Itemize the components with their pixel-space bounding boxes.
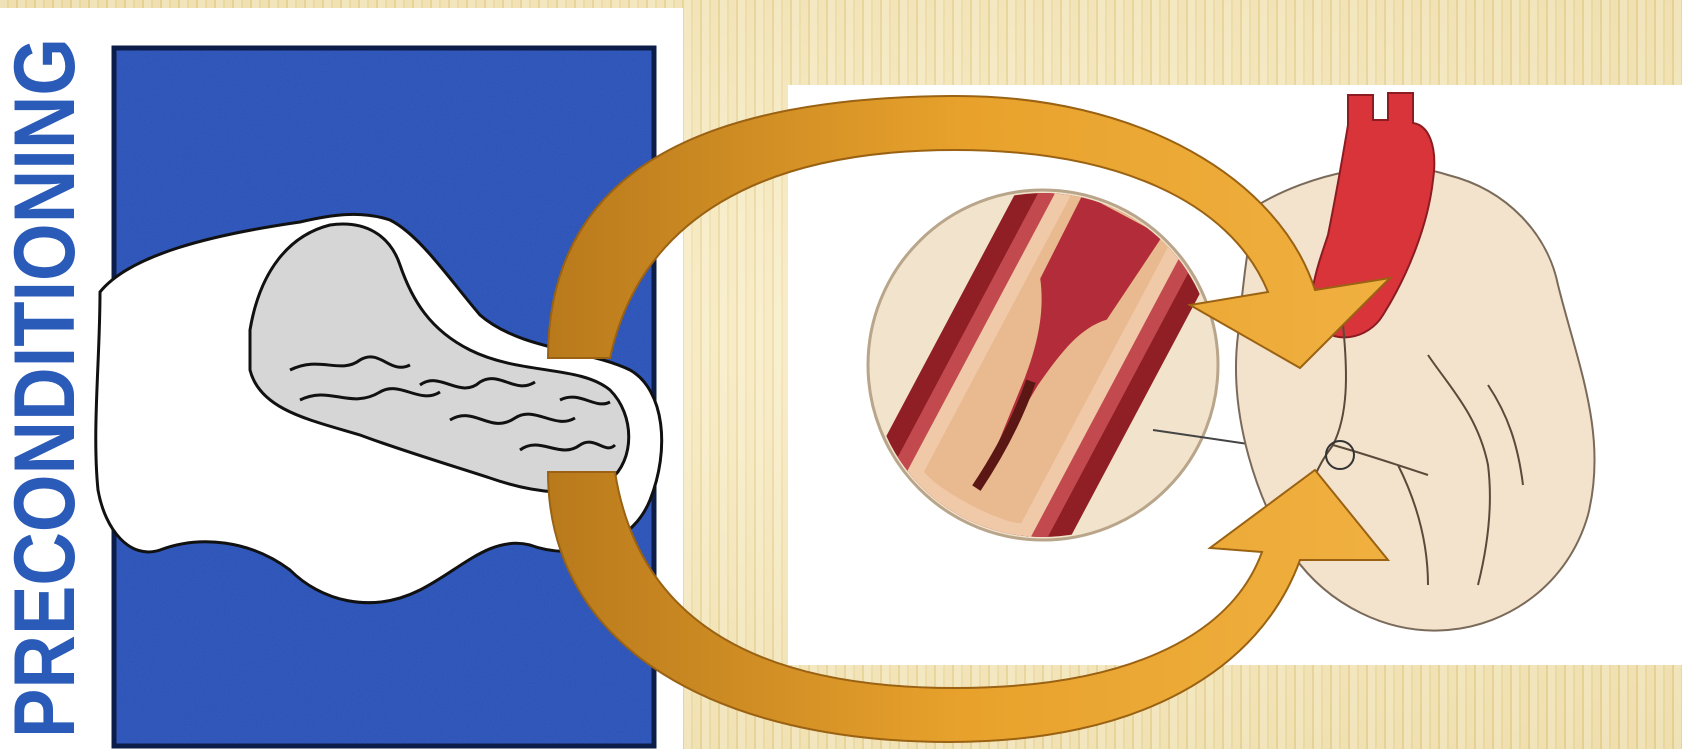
- heart-illustration: [788, 85, 1682, 665]
- heart: [1236, 93, 1595, 631]
- preconditioning-text: PRECONDITIONING: [8, 38, 84, 738]
- left-image-panel: PRECONDITIONING: [0, 8, 683, 749]
- right-image-panel: [788, 85, 1682, 665]
- preconditioning-label: PRECONDITIONING: [8, 38, 84, 738]
- artery-closeup: [847, 139, 1230, 608]
- mitochondrion-drawing: [90, 30, 680, 749]
